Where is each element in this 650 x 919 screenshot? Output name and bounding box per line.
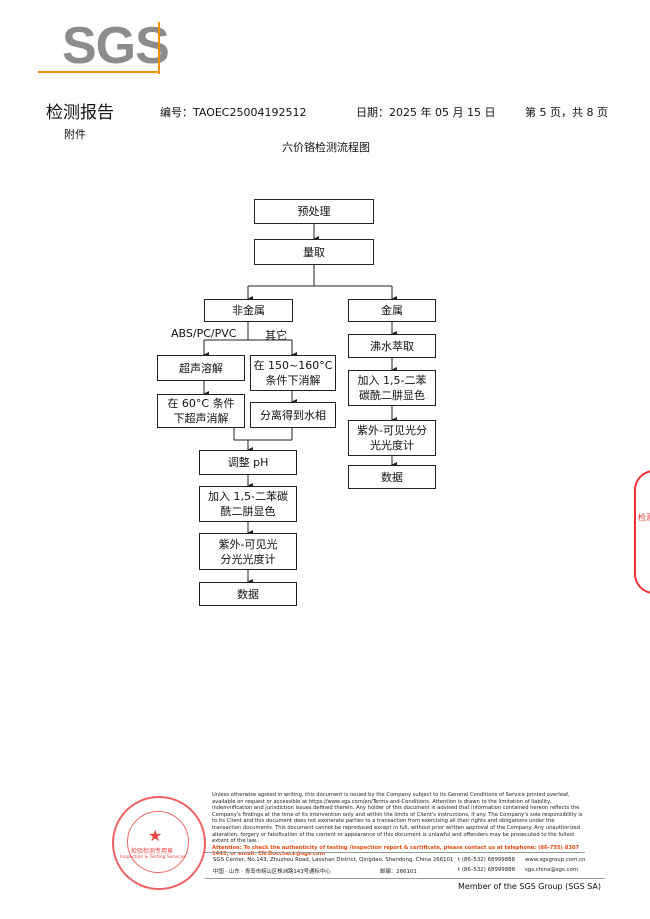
seal-english-text: Inspection & Testing Services xyxy=(120,855,186,860)
box-metal-label: 金属 xyxy=(381,304,403,317)
footer-terms: Unless otherwise agreed in writing, this… xyxy=(212,792,583,845)
footer-web: www.sgsgroup.com.cn xyxy=(525,857,586,863)
box-ultrasonic: 超声溶解 xyxy=(157,355,245,381)
footer-attention: Attention: To check the authenticity of … xyxy=(212,844,580,858)
box-uv-right: 紫外-可见光分光光度计 xyxy=(348,420,436,456)
footer-tel-en: t (86–532) 68999888 xyxy=(458,857,516,863)
branch-label-other: 其它 xyxy=(265,329,287,342)
box-data-left: 数据 xyxy=(199,582,297,606)
side-seal-text: 检测专用 xyxy=(638,513,650,522)
box-color-right: 加入 1,5-二苯碳酰二肼显色 xyxy=(348,370,436,406)
box-measure: 量取 xyxy=(254,239,374,265)
branch-label-abs: ABS/PC/PVC xyxy=(171,327,237,340)
page-number: 第 5 页，共 8 页 xyxy=(525,106,608,119)
box-separate-label: 分离得到水相 xyxy=(260,408,326,422)
company-seal xyxy=(112,796,206,890)
box-color-left-label: 加入 1,5-二苯碳酰二肼显色 xyxy=(208,490,288,518)
report-number: 编号：TAOEC25004192512 xyxy=(160,106,307,119)
box-uv-right-label: 紫外-可见光分光光度计 xyxy=(357,424,427,452)
logo-divider xyxy=(158,22,160,74)
footer-member: Member of the SGS Group (SGS SA) xyxy=(458,882,602,891)
box-ultrasonic-60: 在 60°C 条件下超声消解 xyxy=(157,394,245,428)
report-date: 日期：2025 年 05 月 15 日 xyxy=(356,106,496,119)
sgs-logo: SGS xyxy=(62,17,170,75)
footer-disclaimer: Unless otherwise agreed in writing, this… xyxy=(212,792,584,858)
flowchart-title: 六价铬检测流程图 xyxy=(282,141,370,154)
box-data-right-label: 数据 xyxy=(381,470,403,484)
footer-divider xyxy=(205,852,585,853)
footer-address-en: SGS Center, No.143, Zhuzhou Road, Laosha… xyxy=(213,857,454,863)
footer-address-cn: 中国 · 山东 · 青岛市崂山区株洲路143号通标中心 xyxy=(213,869,331,875)
appendix-label: 附件 xyxy=(64,128,86,141)
box-boil-extract-label: 沸水萃取 xyxy=(370,339,414,353)
box-data-right: 数据 xyxy=(348,465,436,489)
box-nonmetal-label: 非金属 xyxy=(232,304,265,317)
box-separate: 分离得到水相 xyxy=(250,402,336,428)
box-adjust-ph: 调整 pH xyxy=(199,450,297,475)
box-ultrasonic-label: 超声溶解 xyxy=(179,361,223,375)
box-color-left: 加入 1,5-二苯碳酰二肼显色 xyxy=(199,486,297,522)
box-uv-left: 紫外-可见光分光光度计 xyxy=(199,533,297,570)
footer-tel-cn: t (86–532) 68999888 xyxy=(458,867,516,873)
box-adjust-ph-label: 调整 pH xyxy=(227,456,269,469)
box-measure-label: 量取 xyxy=(303,245,325,259)
box-uv-left-label: 紫外-可见光分光光度计 xyxy=(218,537,278,566)
side-seal-stamp: 检测专用 xyxy=(634,470,650,594)
box-data-left-label: 数据 xyxy=(237,587,259,601)
box-nonmetal: 非金属 xyxy=(204,299,293,322)
box-color-right-label: 加入 1,5-二苯碳酰二肼显色 xyxy=(357,374,427,402)
box-pretreatment-label: 预处理 xyxy=(297,205,331,218)
seal-center-text: 检验检测专用章 xyxy=(131,848,174,855)
box-pretreatment: 预处理 xyxy=(254,199,374,224)
box-metal: 金属 xyxy=(348,299,436,322)
company-seal-inner xyxy=(127,811,189,873)
footer-email: sgs.china@sgs.com xyxy=(525,867,579,873)
report-title: 检测报告 xyxy=(46,103,114,123)
box-boil-extract: 沸水萃取 xyxy=(348,334,436,358)
footer-bottom-divider xyxy=(205,878,605,879)
logo-underline xyxy=(38,71,158,73)
box-ultrasonic-60-label: 在 60°C 条件下超声消解 xyxy=(167,397,235,425)
seal-star-icon: ★ xyxy=(148,826,163,845)
footer-postcode: 邮编：266101 xyxy=(380,869,417,875)
